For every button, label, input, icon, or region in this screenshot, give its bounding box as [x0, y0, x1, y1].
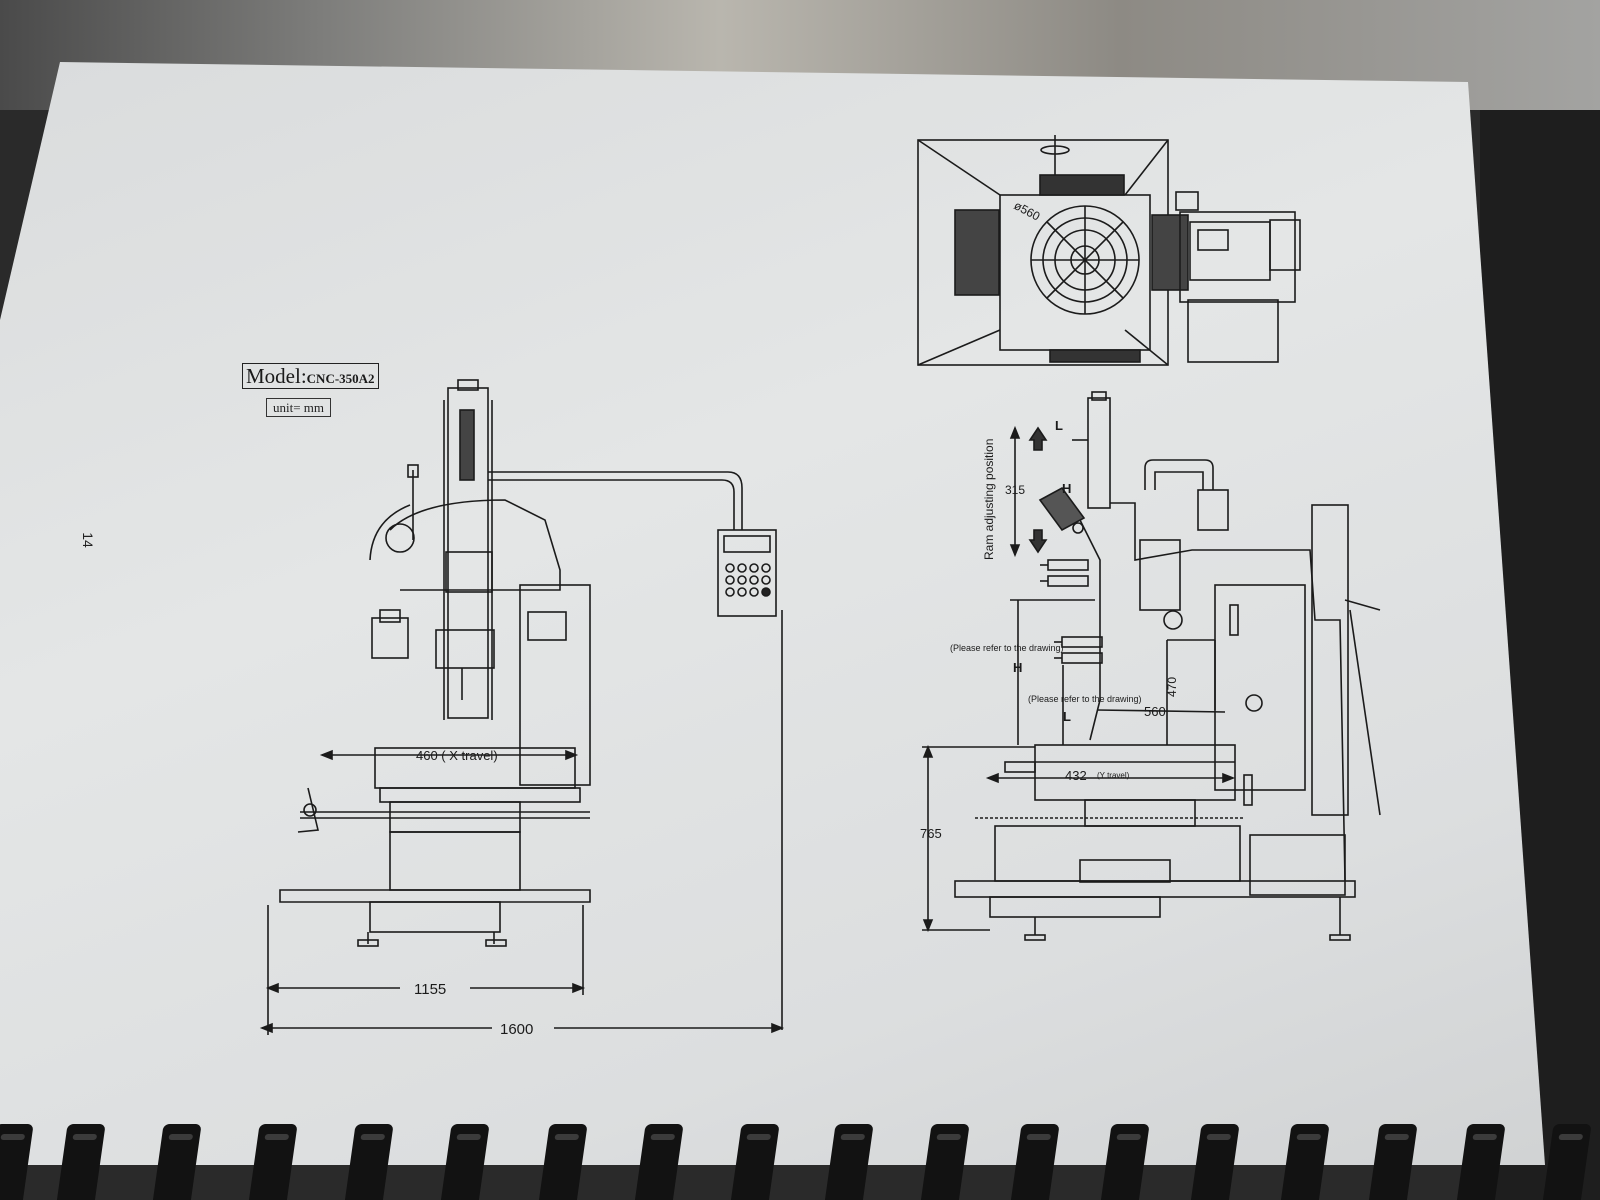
binding-coil [1542, 1124, 1592, 1200]
binding-coil [1456, 1124, 1506, 1200]
binding-coil [248, 1124, 298, 1200]
binding-coil [634, 1124, 684, 1200]
L-note: (Please refer to the drawing) [1028, 694, 1142, 704]
x-travel-label: 460 ( X travel) [416, 748, 498, 763]
unit-label: unit= mm [266, 398, 332, 417]
binding-coil [1100, 1124, 1150, 1200]
binding-coil [1190, 1124, 1240, 1200]
binding-coil [730, 1124, 780, 1200]
dim-1155: 1155 [414, 981, 446, 998]
dim-1600: 1600 [500, 1021, 533, 1038]
binding-coil [440, 1124, 490, 1200]
ram-adjusting-label: Ram adjusting position [982, 439, 996, 560]
binding-coil [1368, 1124, 1418, 1200]
H-side-label: H [1013, 660, 1022, 675]
top-view-drawing [917, 135, 1301, 366]
model-box: Model:CNC-350A2 [242, 363, 379, 389]
binding-coil [152, 1124, 202, 1200]
binding-coil [0, 1124, 34, 1200]
binding-coil [1010, 1124, 1060, 1200]
dim-560: 560 [1144, 704, 1166, 719]
table-diameter-label: ø560 [1012, 198, 1043, 223]
y-travel-value: 432 [1065, 768, 1087, 783]
binding-coil [344, 1124, 394, 1200]
model-label: Model: [246, 364, 307, 388]
binding-coil [56, 1124, 106, 1200]
L-top-label: L [1055, 418, 1063, 433]
binding-coil [1280, 1124, 1330, 1200]
spiral-binding [0, 1118, 1600, 1200]
dim-765: 765 [920, 826, 942, 841]
H-top-label: H [1062, 481, 1071, 496]
dim-470: 470 [1165, 677, 1179, 697]
pendant-buttons [725, 563, 771, 597]
ram-315-label: 315 [1005, 483, 1025, 497]
model-value: CNC-350A2 [306, 371, 375, 386]
H-note: (Please refer to the drawing) [950, 643, 1064, 653]
y-travel-label: (Y travel) [1097, 771, 1130, 780]
binding-coil [824, 1124, 874, 1200]
L-side-label: L [1063, 709, 1071, 724]
side-view-drawing [922, 391, 1381, 941]
front-view-drawing [259, 379, 785, 1035]
binding-coil [920, 1124, 970, 1200]
binding-coil [538, 1124, 588, 1200]
